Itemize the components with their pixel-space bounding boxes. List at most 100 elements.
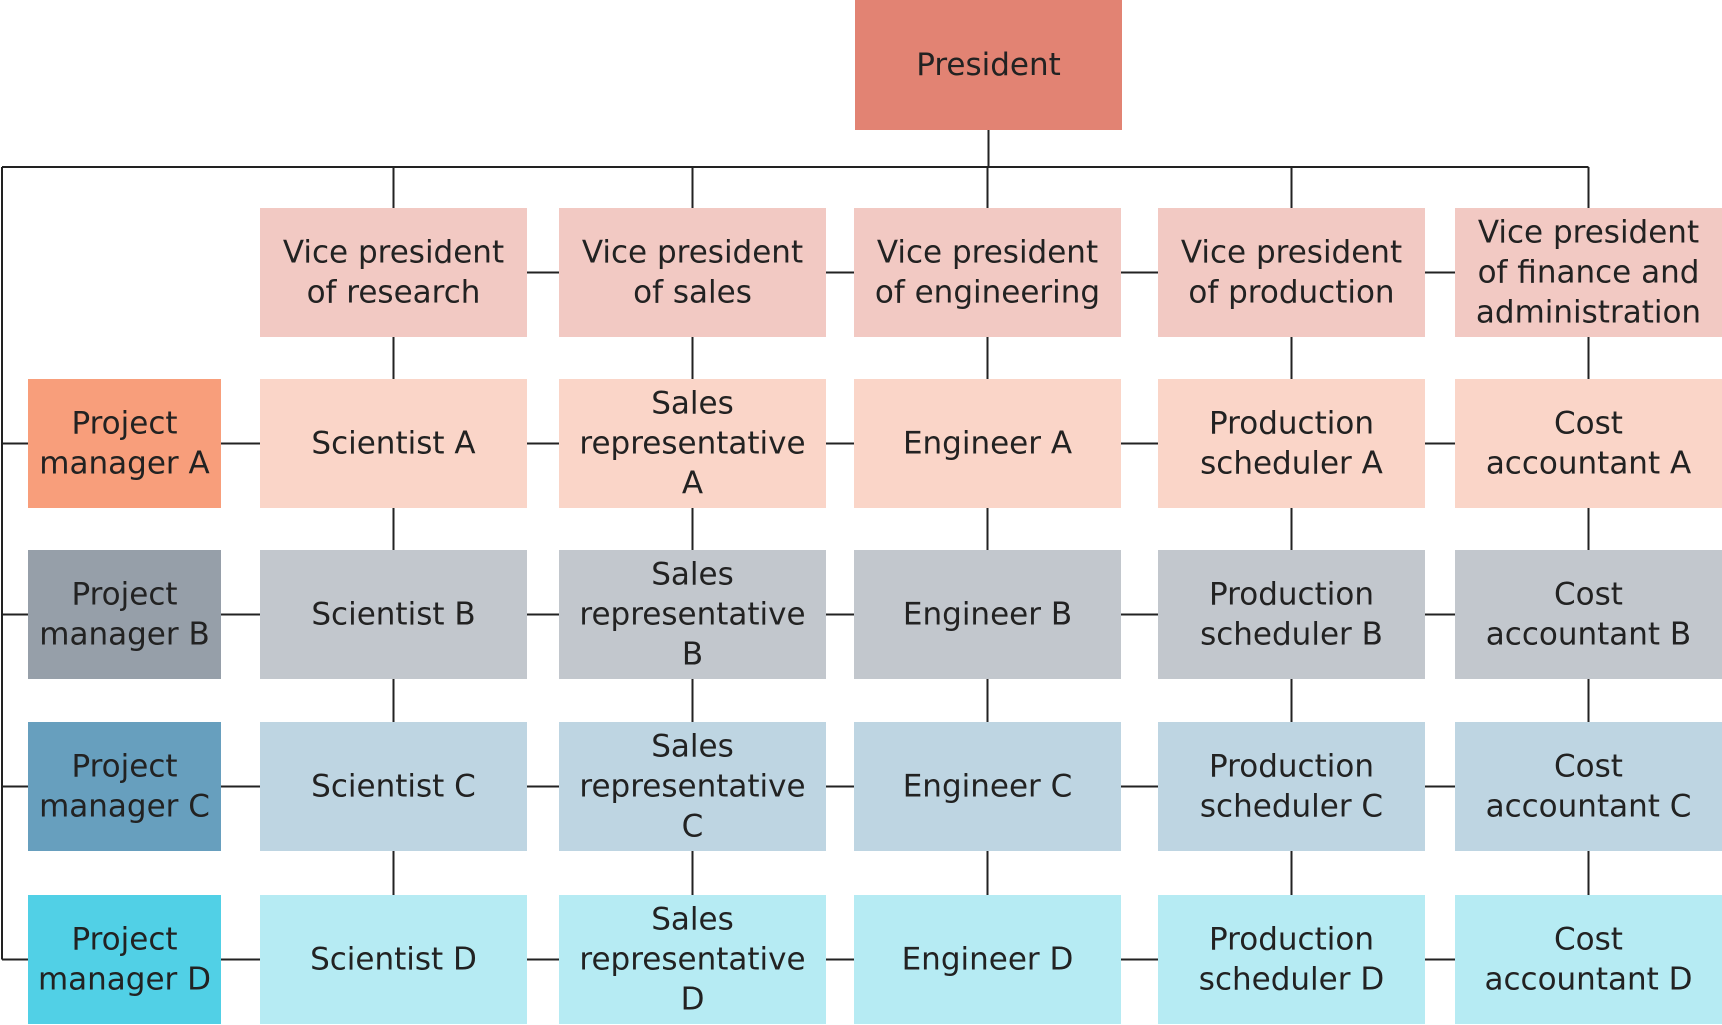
team-member-node-1-5-label: Cost xyxy=(1554,406,1623,442)
project-manager-node-2-label: manager B xyxy=(39,617,209,653)
project-manager-node-2-box xyxy=(28,550,221,679)
team-member-node-2-2-label: Sales xyxy=(651,557,734,593)
project-manager-node-2-label: Project xyxy=(71,577,177,613)
team-member-node-3-2-label: Sales xyxy=(651,729,734,765)
team-member-node-1-2-label: A xyxy=(682,466,703,502)
team-member-node-3-5-label: accountant C xyxy=(1486,789,1692,825)
team-member-node-1-1: Scientist A xyxy=(260,379,527,508)
team-member-node-2-2-box xyxy=(559,550,826,679)
vice-president-node-2-label: of sales xyxy=(633,275,752,311)
team-member-node-1-2-box xyxy=(559,379,826,508)
vice-president-node-3-label: Vice president xyxy=(877,235,1098,271)
team-member-node-2-1: Scientist B xyxy=(260,550,527,679)
vice-president-node-3-label: of engineering xyxy=(875,275,1100,311)
team-member-node-4-5-box xyxy=(1455,895,1722,1024)
vice-president-node-1-label: Vice president xyxy=(283,235,504,271)
team-member-node-4-1: Scientist D xyxy=(260,895,527,1024)
team-member-node-1-4-label: scheduler A xyxy=(1200,446,1383,482)
team-member-node-4-5-label: Cost xyxy=(1554,922,1623,958)
vice-president-node-5: Vice president of finance and administrati… xyxy=(1455,208,1722,337)
team-member-node-1-5-box xyxy=(1455,379,1722,508)
team-member-node-3-4: Production scheduler C xyxy=(1158,722,1425,851)
project-manager-node-4-label: manager D xyxy=(38,962,211,998)
project-manager-node-3-label: Project xyxy=(71,749,177,785)
team-member-node-4-5-label: accountant D xyxy=(1484,962,1692,998)
team-member-node-2-4-label: Production xyxy=(1209,577,1374,613)
team-member-node-1-5-label: accountant A xyxy=(1486,446,1691,482)
team-member-node-2-3: Engineer B xyxy=(854,550,1121,679)
vice-president-node-5-label: Vice president xyxy=(1478,215,1699,251)
team-member-node-1-2-label: representative xyxy=(579,426,805,462)
team-member-node-4-3-label: Engineer D xyxy=(902,942,1074,978)
team-member-node-3-2-box xyxy=(559,722,826,851)
team-member-node-4-4: Production scheduler D xyxy=(1158,895,1425,1024)
team-member-node-4-2-box xyxy=(559,895,826,1024)
team-member-node-3-1-box xyxy=(260,722,527,851)
team-member-node-4-4-label: Production xyxy=(1209,922,1374,958)
team-member-node-1-4-label: Production xyxy=(1209,406,1374,442)
team-member-node-4-4-box xyxy=(1158,895,1425,1024)
team-member-node-2-5-label: Cost xyxy=(1554,577,1623,613)
project-manager-node-2: Project manager B xyxy=(28,550,221,679)
president-node: President xyxy=(855,0,1122,130)
team-member-node-3-3: Engineer C xyxy=(854,722,1121,851)
team-member-node-1-4-box xyxy=(1158,379,1425,508)
vice-president-node-5-box xyxy=(1455,208,1722,337)
team-member-node-2-1-box xyxy=(260,550,527,679)
team-member-node-2-5-box xyxy=(1455,550,1722,679)
team-member-node-3-3-box xyxy=(854,722,1121,851)
project-manager-node-1-label: Project xyxy=(71,406,177,442)
team-member-node-2-3-label: Engineer B xyxy=(903,597,1072,633)
team-member-node-2-3-box xyxy=(854,550,1121,679)
vice-president-node-1-label: of research xyxy=(307,275,481,311)
project-manager-node-4: Project manager D xyxy=(28,895,221,1024)
president-node-box xyxy=(855,0,1122,130)
team-member-node-3-2-label: C xyxy=(682,809,704,845)
team-member-node-2-2-label: B xyxy=(682,637,703,673)
team-member-node-3-3-label: Engineer C xyxy=(903,769,1073,805)
team-member-node-3-5-label: Cost xyxy=(1554,749,1623,785)
vice-president-node-2-label: Vice president xyxy=(582,235,803,271)
vice-president-node-4-label: Vice president xyxy=(1181,235,1402,271)
team-member-node-2-5-label: accountant B xyxy=(1486,617,1691,653)
team-member-node-3-4-label: scheduler C xyxy=(1200,789,1383,825)
team-member-node-3-4-label: Production xyxy=(1209,749,1374,785)
team-member-node-2-4: Production scheduler B xyxy=(1158,550,1425,679)
vice-president-node-5-label: administration xyxy=(1476,295,1701,331)
vice-president-node-5-label: of finance and xyxy=(1478,255,1700,291)
team-member-node-2-5: Cost accountant B xyxy=(1455,550,1722,679)
team-member-node-2-2-label: representative xyxy=(579,597,805,633)
team-member-node-4-4-label: scheduler D xyxy=(1199,962,1384,998)
vice-president-node-2-box xyxy=(559,208,826,337)
team-member-node-1-5: Cost accountant A xyxy=(1455,379,1722,508)
team-member-node-3-5: Cost accountant C xyxy=(1455,722,1722,851)
team-member-node-1-1-box xyxy=(260,379,527,508)
team-member-node-2-4-label: scheduler B xyxy=(1200,617,1383,653)
team-member-node-1-4: Production scheduler A xyxy=(1158,379,1425,508)
vice-president-node-1: Vice president of research xyxy=(260,208,527,337)
team-member-node-4-1-label: Scientist D xyxy=(310,942,477,978)
vice-president-node-3-box xyxy=(854,208,1121,337)
vice-president-node-2: Vice president of sales xyxy=(559,208,826,337)
president-node-label: President xyxy=(916,47,1061,83)
team-member-node-3-1: Scientist C xyxy=(260,722,527,851)
project-manager-node-4-label: Project xyxy=(71,922,177,958)
team-member-node-1-2-label: Sales xyxy=(651,386,734,422)
team-member-node-2-1-label: Scientist B xyxy=(311,597,475,633)
team-member-node-3-4-box xyxy=(1158,722,1425,851)
project-manager-node-3-box xyxy=(28,722,221,851)
team-member-node-4-2-label: representative xyxy=(579,942,805,978)
team-member-node-4-1-box xyxy=(260,895,527,1024)
team-member-node-1-3-label: Engineer A xyxy=(903,426,1072,462)
team-member-node-3-1-label: Scientist C xyxy=(311,769,476,805)
team-member-node-1-3: Engineer A xyxy=(854,379,1121,508)
team-member-node-1-1-label: Scientist A xyxy=(311,426,475,462)
